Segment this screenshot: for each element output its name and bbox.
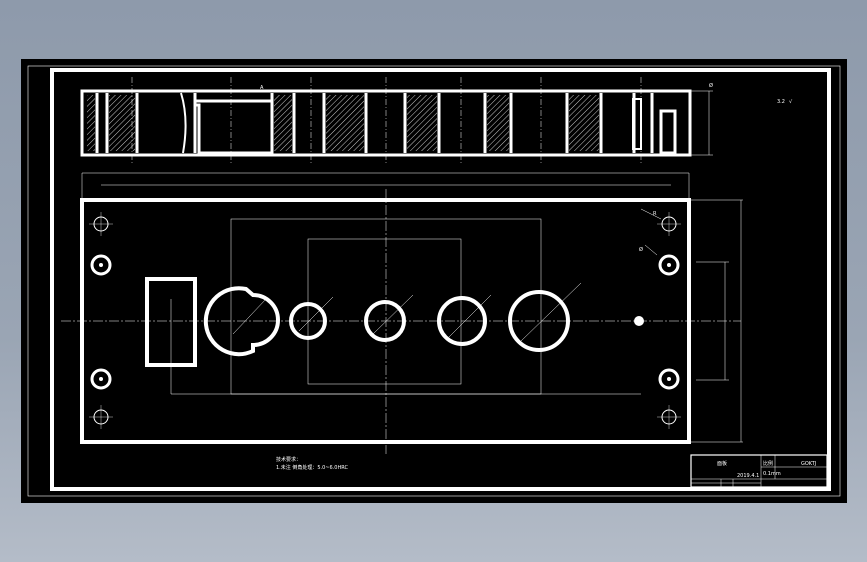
radius-label: R xyxy=(653,211,657,217)
drawing-border xyxy=(50,68,831,491)
part-name: 面板 xyxy=(717,460,727,467)
round-hole-1 xyxy=(289,302,327,340)
notes-heading: 技术要求： xyxy=(276,456,301,463)
overall-dimension xyxy=(81,172,690,199)
mounting-holes xyxy=(89,212,681,429)
rect-cutout xyxy=(145,277,197,367)
dim-top-label: Ø xyxy=(709,82,713,89)
round-hole-2 xyxy=(364,300,406,342)
section-view: Ø A xyxy=(80,77,713,163)
round-hole-4 xyxy=(508,290,570,352)
mount-hole xyxy=(90,254,112,276)
roughness-value: 3.2 xyxy=(777,99,785,105)
title-sub: 2019.4.1 xyxy=(737,473,759,479)
title-cell: 0.1mm xyxy=(763,471,781,477)
notes-line1: 1.未注 倒角处理：5.0~6.0HRC xyxy=(276,464,348,471)
engineering-drawing: Ø A xyxy=(27,65,841,497)
mount-hole xyxy=(90,368,112,390)
drawing-code: GOKTJ xyxy=(801,461,816,467)
front-view: R Ø xyxy=(61,189,743,454)
round-hole-3 xyxy=(437,296,487,346)
title-block: 面板 比例 GOKTJ 2019.4.1 0.1mm xyxy=(690,454,828,488)
mount-hole xyxy=(658,368,680,390)
cad-viewport[interactable]: Ø A xyxy=(21,59,847,503)
hatch-block xyxy=(487,95,509,151)
section-label: A xyxy=(260,85,264,91)
small-hole xyxy=(634,316,644,326)
hole-dim-label: Ø xyxy=(639,246,643,253)
mount-hole xyxy=(658,254,680,276)
d-cutout xyxy=(203,286,280,357)
hatch-block xyxy=(109,95,135,151)
sheet-border xyxy=(27,65,841,497)
hatch-block xyxy=(274,95,292,151)
scale-label: 比例 xyxy=(763,460,773,467)
hatch-block xyxy=(87,95,95,151)
hatch-block xyxy=(326,95,364,151)
roughness-symbol: √ xyxy=(789,99,793,105)
hatch-block xyxy=(407,95,437,151)
hatch-block xyxy=(569,95,599,151)
